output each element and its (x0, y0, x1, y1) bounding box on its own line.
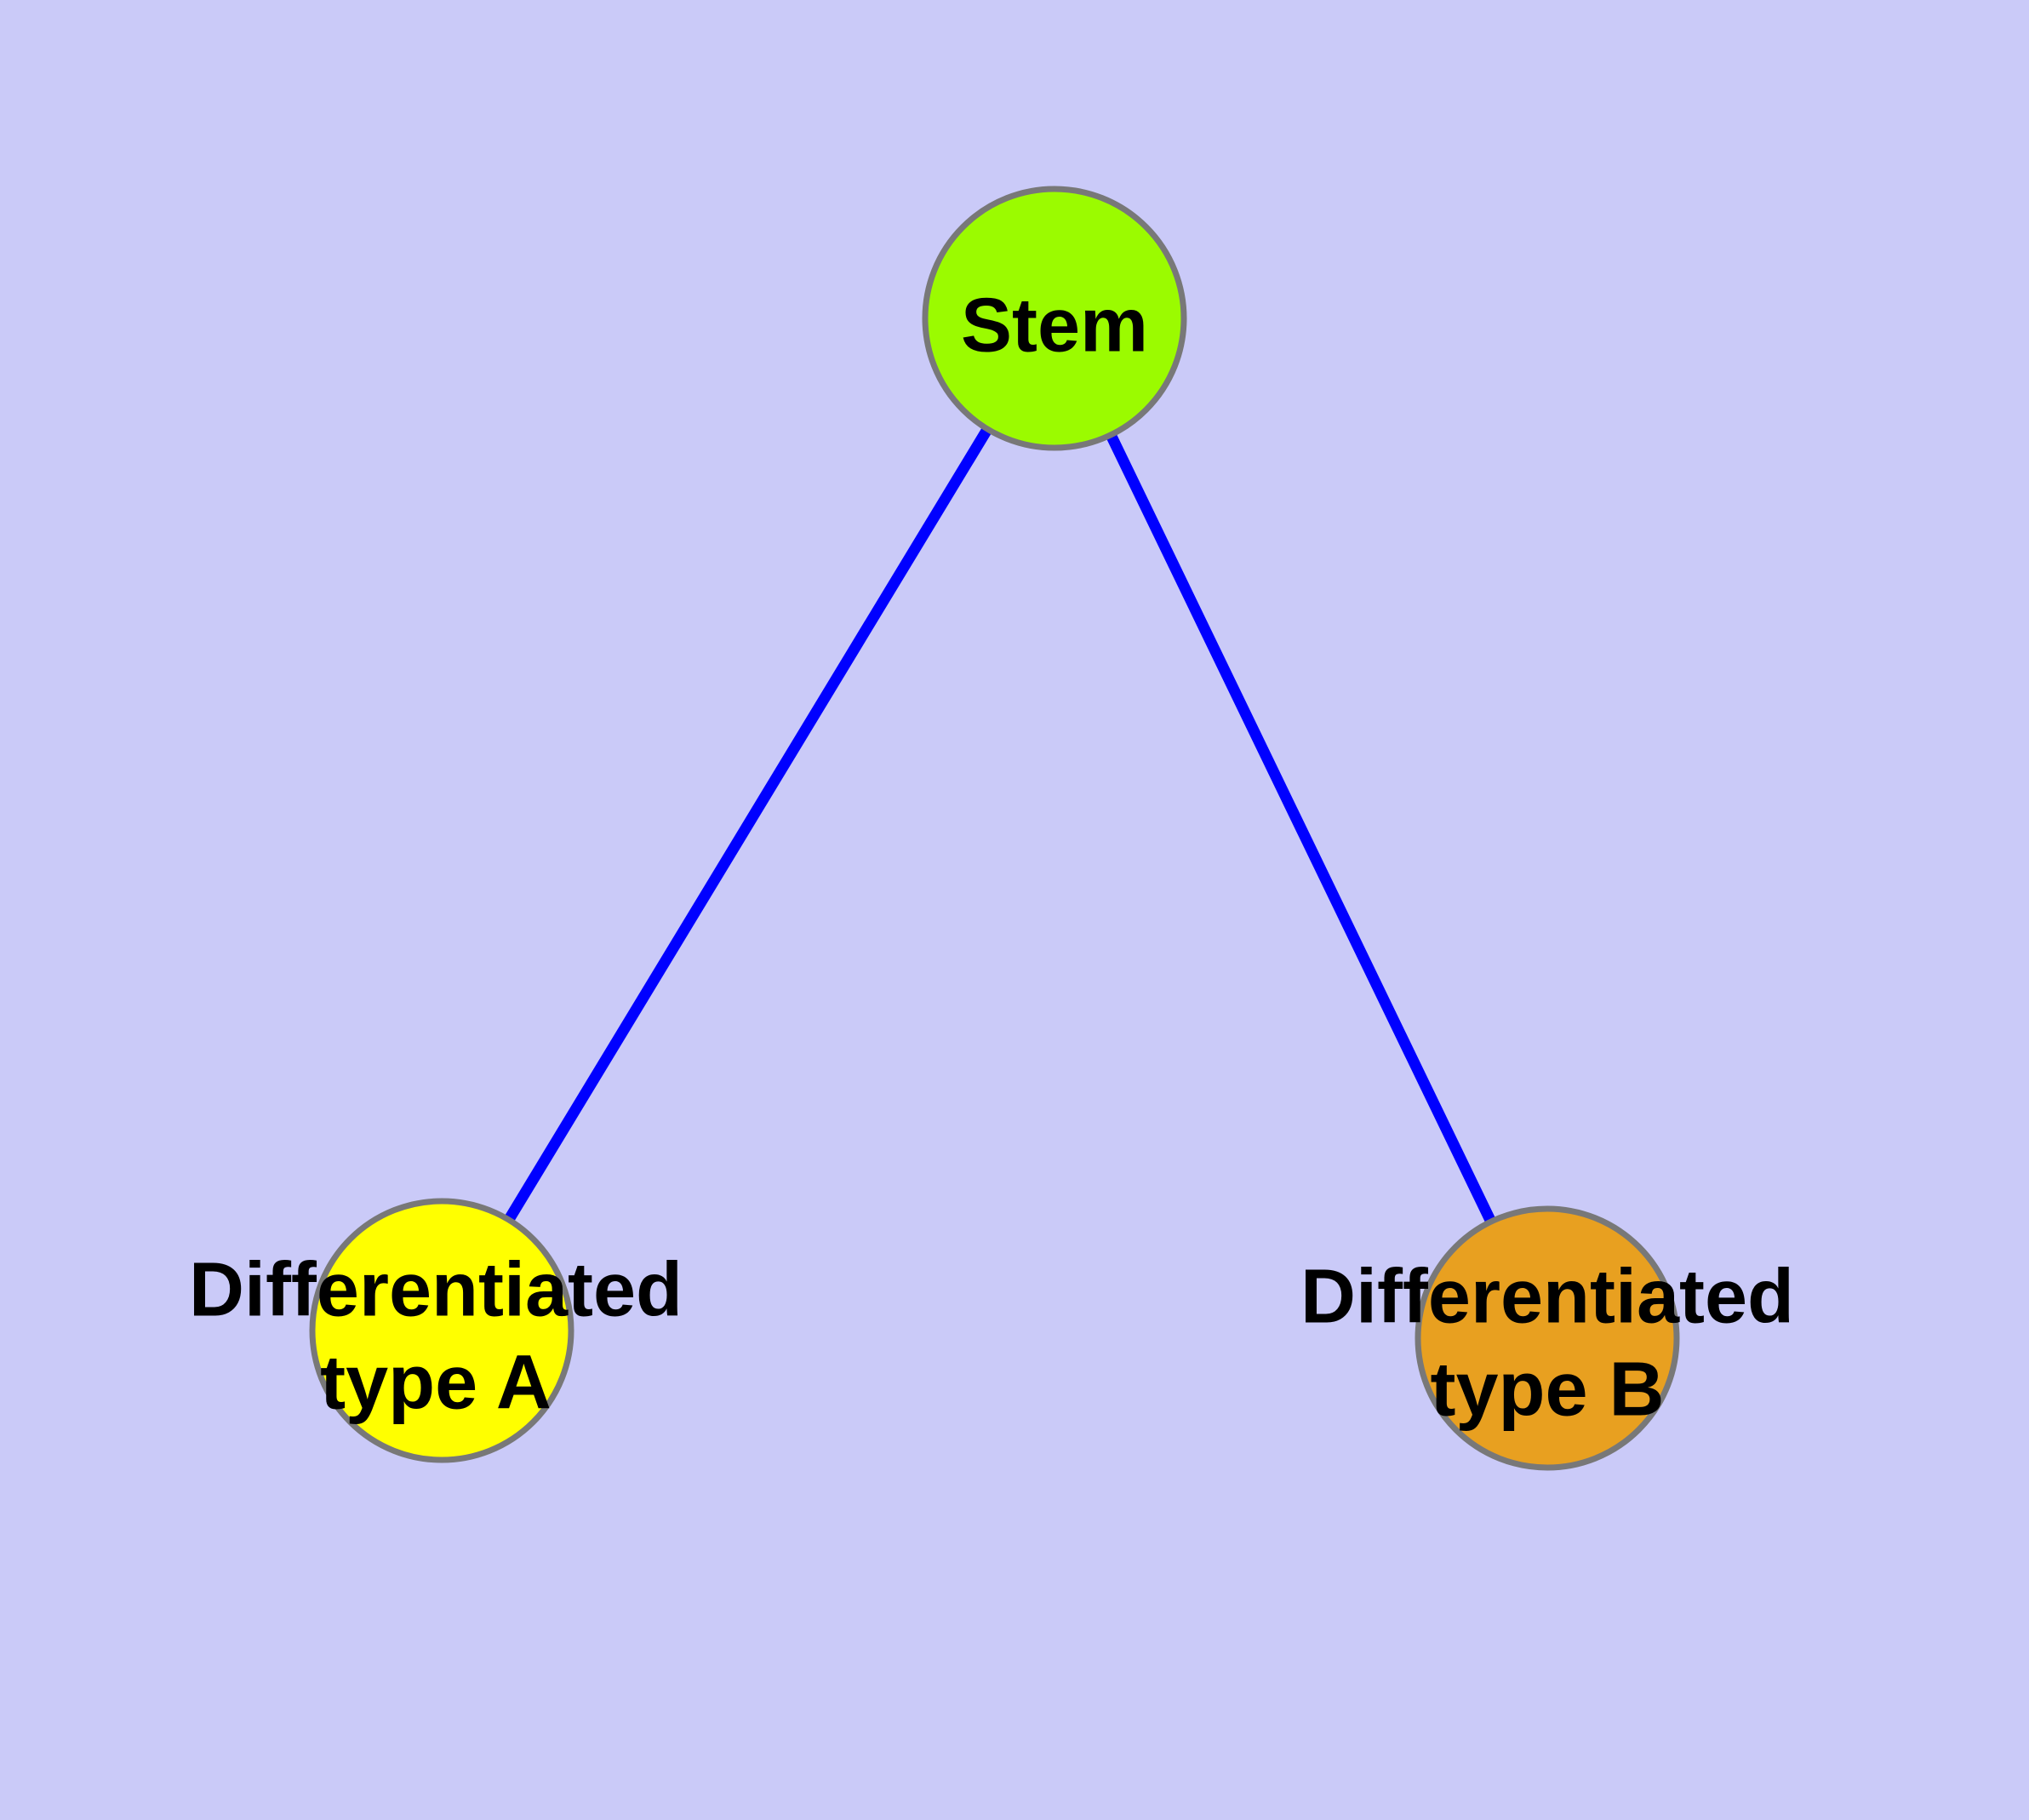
node-stem-label: Stem (961, 283, 1148, 369)
node-type-a-label-line1: Differentiated (189, 1248, 683, 1333)
edge-stem-to-type-b (1049, 316, 1552, 1341)
node-type-a-label-line2: type A (320, 1341, 552, 1426)
node-type-b-label-line1: Differentiated (1300, 1255, 1794, 1340)
edge-stem-to-type-a (437, 315, 1060, 1334)
node-type-b-label-line2: type B (1430, 1348, 1664, 1433)
node-stem-circle (922, 186, 1187, 451)
node-type-b-circle (1415, 1205, 1680, 1471)
node-type-a-circle (309, 1198, 574, 1463)
